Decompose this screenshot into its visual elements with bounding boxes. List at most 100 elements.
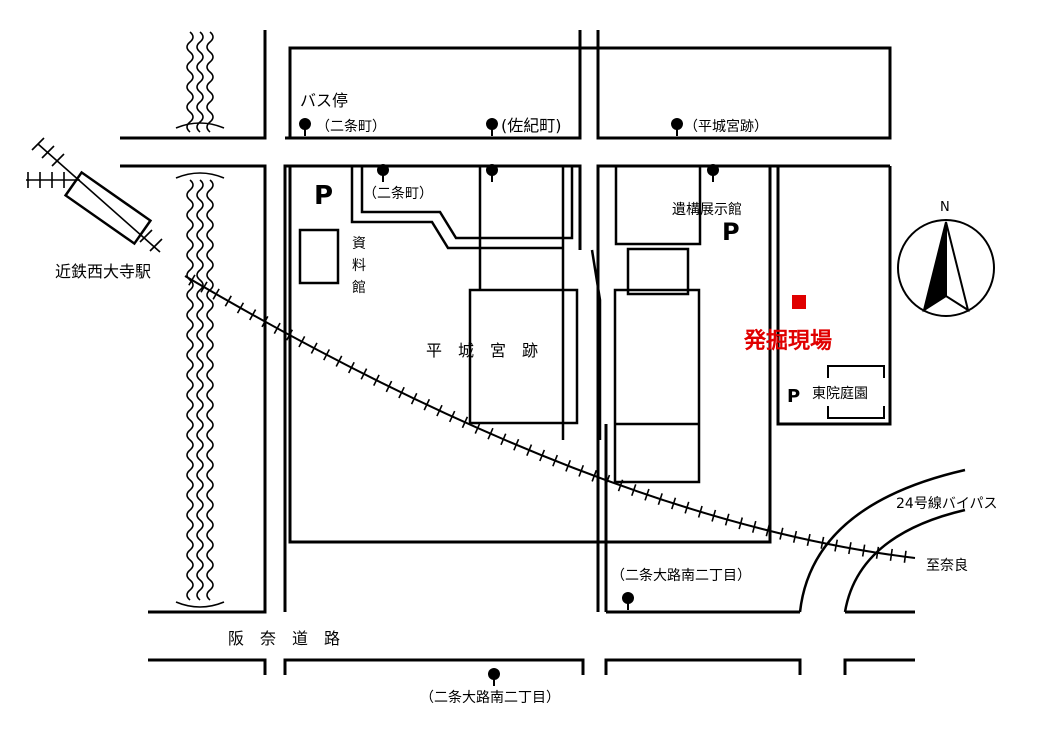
railway-tie [724, 513, 730, 526]
parking-icon: P [787, 386, 800, 407]
railway-tie [188, 274, 196, 286]
railway-tie [806, 533, 811, 546]
buildings [298, 228, 701, 484]
railway-tie [298, 335, 306, 348]
railway-tie [310, 342, 318, 354]
railway-tie [552, 454, 559, 467]
east-garden-frame [827, 365, 885, 419]
label-north: N [940, 200, 950, 215]
north-arrow-icon [897, 219, 995, 317]
parking-icon: P [722, 218, 740, 246]
river [175, 31, 225, 608]
railway-tie [711, 509, 717, 522]
label-shiryokan-2: 料 [352, 258, 366, 274]
bus-stop-icon [486, 164, 498, 182]
railway-tie [697, 505, 703, 518]
railway-tie [200, 281, 208, 293]
railway-tie [373, 374, 380, 386]
railway-tie [820, 536, 825, 549]
bus-stop-icon [299, 118, 311, 136]
label-ikou-museum: 遺構展示館 [672, 201, 742, 218]
railway-tie [848, 542, 852, 555]
label-excavation-site: 発掘現場 [743, 329, 832, 354]
railway-tie [323, 349, 331, 361]
bus-stop-legend: バス停 [300, 91, 348, 110]
railway-tie [487, 427, 494, 440]
railway-tie [385, 380, 393, 393]
railway-tie [792, 530, 798, 543]
label-east-garden: 東院庭園 [812, 385, 868, 402]
label-shiryokan-3: 館 [352, 279, 366, 296]
bus-stops [299, 118, 719, 686]
railway-tie [631, 484, 637, 497]
label-stop-nijo-2: （二条町） [363, 185, 433, 202]
railway-tie [903, 550, 907, 563]
railway-tie [889, 548, 893, 561]
label-station: 近鉄西大寺駅 [55, 262, 151, 281]
railway-tie [249, 309, 257, 321]
railway-tie [539, 449, 546, 462]
railway-tie [765, 524, 771, 537]
railway-tie [212, 288, 220, 300]
railway-tie [461, 416, 469, 429]
railway-tie [861, 544, 866, 557]
railway-tie [670, 497, 677, 510]
label-bypass: 24号線バイパス [896, 496, 998, 512]
label-hanna-road: 阪 奈 道 路 [228, 629, 340, 648]
railway-tie [513, 438, 520, 451]
railway-tie [657, 493, 663, 506]
station-building [26, 137, 163, 253]
ikou-main-building [613, 288, 701, 484]
excavation-site-marker [792, 295, 806, 309]
label-stop-south-2: （二条大路南二丁目） [420, 689, 560, 706]
bus-stop-icon [707, 164, 719, 182]
railway-tie [644, 488, 650, 501]
railway-tie [360, 368, 368, 380]
railway-tie [347, 361, 355, 374]
railway-tie [578, 464, 585, 477]
railway-tie [261, 315, 269, 328]
railway-tie [273, 322, 281, 334]
inner-roads [350, 166, 702, 612]
railway-track [184, 274, 916, 563]
railway-tie [779, 527, 784, 540]
label-stop-saki: (佐紀町) [501, 116, 562, 135]
label-stop-south-1: （二条大路南二丁目） [611, 567, 751, 584]
bus-stop-icon [622, 592, 634, 610]
parking-icon: P [314, 181, 333, 211]
railway-tie [617, 479, 624, 492]
bypass-road [798, 468, 966, 613]
railway-tie [335, 355, 343, 367]
label-stop-nijo: （二条町） [316, 118, 386, 135]
shiryokan-building [298, 228, 340, 285]
bus-stop-icon [377, 164, 389, 182]
railway-tie [526, 444, 533, 456]
railway-tie [285, 329, 294, 341]
railway-tie [448, 410, 456, 423]
railway-tie [684, 501, 690, 514]
label-stop-heijo: （平城宮跡） [684, 119, 768, 135]
railway-tie [500, 433, 507, 446]
bus-stop-icon [671, 118, 683, 136]
railway-tie [474, 422, 481, 434]
railway-tie [591, 469, 598, 482]
railway-tie [834, 539, 839, 552]
label-to-nara: 至奈良 [926, 558, 968, 574]
ikou-upper-building [626, 247, 690, 296]
label-heijo-palace: 平 城 宮 跡 [426, 341, 538, 360]
railway-tie [751, 520, 757, 533]
railway-tie [398, 386, 405, 399]
railway-tie [224, 295, 232, 307]
railway-tie [236, 302, 245, 314]
railway-tie [565, 459, 572, 472]
railway-tie [604, 474, 611, 487]
heijo-palace-building [468, 288, 579, 425]
label-shiryokan-1: 資 [352, 236, 366, 252]
railway-tie [738, 517, 744, 530]
railway-tie [423, 398, 431, 411]
bus-stop-icon [486, 118, 498, 136]
railway-tie [410, 392, 418, 405]
railway-tie [436, 404, 443, 417]
bus-stop-icon [488, 668, 500, 686]
